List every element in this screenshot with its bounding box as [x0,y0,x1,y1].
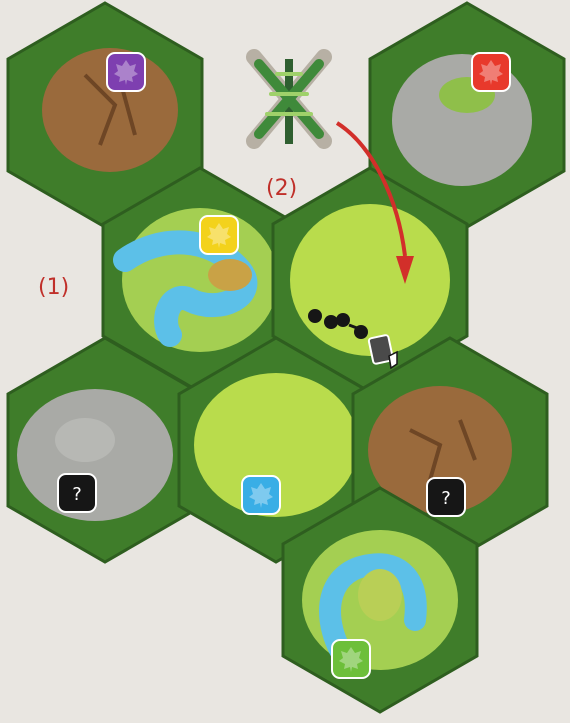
forest-card-icon [254,57,324,144]
black-beast-token: ? [427,478,465,516]
purple-leaf-token [107,53,145,91]
annotation-1-label: (1) [38,275,69,300]
black-beast-token: ? [58,474,96,512]
svg-text:?: ? [441,488,451,509]
svg-text:?: ? [72,484,82,505]
yellow-leaf-token [200,216,238,254]
green-leaf-token [332,640,370,678]
blue-leaf-token [242,476,280,514]
annotation-2-label: (2) [266,176,297,201]
red-leaf-token [472,53,510,91]
